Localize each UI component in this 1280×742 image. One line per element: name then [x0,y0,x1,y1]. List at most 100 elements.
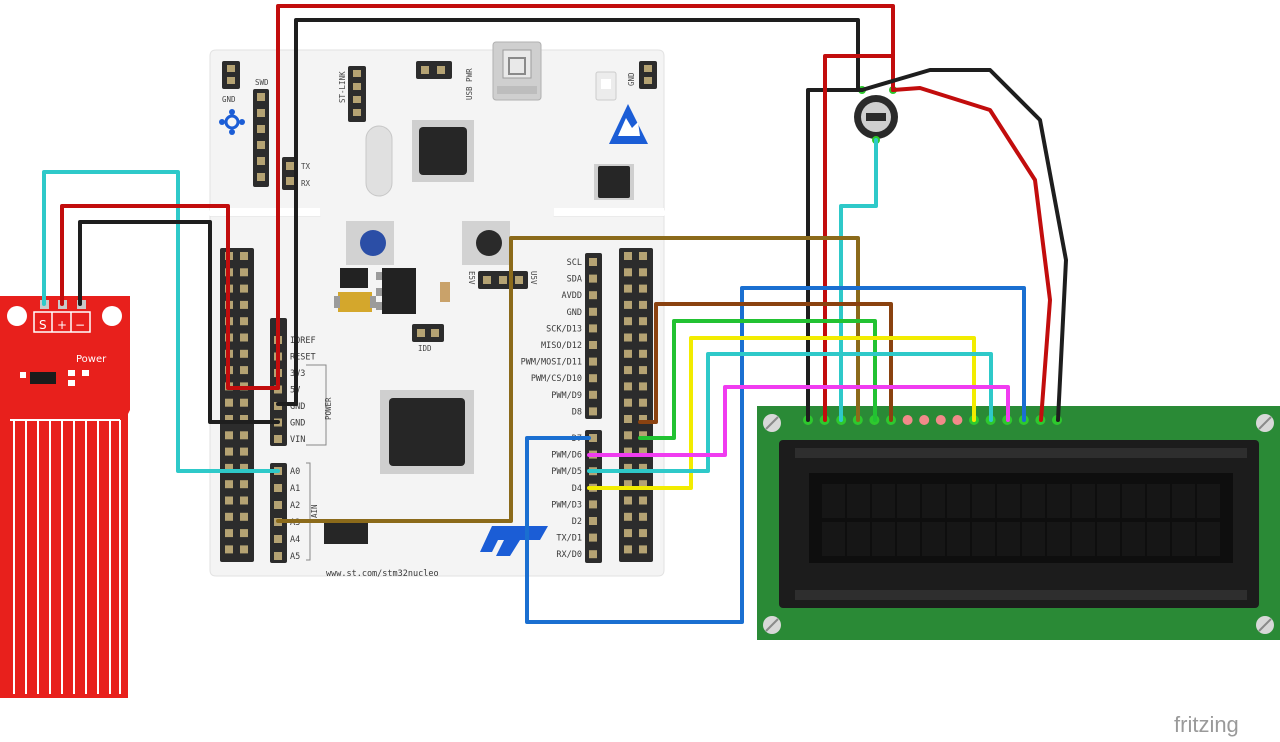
swd-label: SWD [255,78,269,87]
wire [839,138,878,422]
screw-bottom-right [1256,616,1274,634]
morpho-pin [639,431,647,440]
morpho-pin [639,366,647,375]
analog-pin-label: A4 [290,535,300,545]
u5v-label: U5V [529,271,538,285]
morpho-pin [624,300,632,309]
morpho-pin [225,512,233,521]
morpho-pin [240,415,248,423]
lcd-cell [1072,522,1095,556]
morpho-pin [639,333,647,342]
bottom-chip [324,520,368,544]
lcd-cell [1172,484,1195,518]
reset-button[interactable] [462,221,510,265]
digital-high-pin-label: GND [567,308,582,318]
morpho-pin [639,317,647,326]
digital-high-pin [589,341,597,349]
swd-header: SWD [253,78,269,187]
wire [587,336,976,490]
fritzing-watermark: fritzing [1174,712,1239,737]
digital-high-pin [589,307,597,316]
morpho-pin [624,333,632,342]
lcd-cell [822,484,845,518]
stlink-label: ST-LINK [338,71,347,103]
wire [60,204,280,390]
lcd-cell [1022,484,1045,518]
lcd-pin [919,415,930,425]
morpho-pin [624,415,632,423]
wire [525,286,1026,624]
morpho-pin [639,382,647,391]
digital-low-pin-label: D4 [572,484,582,494]
morpho-pin [624,366,632,375]
lcd-cell [1022,522,1045,556]
analog-pin-label: A0 [290,467,300,477]
morpho-pin [624,317,632,326]
morpho-pin [624,545,632,554]
lcd-cell [872,484,895,518]
digital-low-pin-label: RX/D0 [556,550,582,560]
screw-top-right [1256,414,1274,432]
wire [638,302,893,424]
morpho-pin [240,496,248,505]
wire [806,88,864,422]
idd-label: IDD [418,344,432,353]
ldo-chip [382,268,416,314]
morpho-pin [639,512,647,521]
morpho-pin [624,447,632,456]
digital-high-pin [589,407,597,416]
st-logo [480,526,548,556]
user-button[interactable] [346,221,394,265]
morpho-pin [225,415,233,423]
lcd-cell [1172,522,1195,556]
power-select-jumper: E5V U5V [467,271,538,289]
lcd-cell [872,522,895,556]
morpho-pin [240,529,248,538]
morpho-pin [624,496,632,505]
morpho-pin [639,300,647,309]
morpho-pin [639,268,647,277]
morpho-pin [240,333,248,342]
lcd-pin [952,415,963,425]
morpho-pin [639,447,647,456]
morpho-pin [639,480,647,489]
morpho-pin [225,496,233,505]
digital-high-pin-label: SCK/D13 [546,324,582,334]
digital-high-pin-label: PWM/MOSI/D11 [521,358,582,368]
screw-top-left [763,414,781,432]
sensor-pin-minus: − [75,318,85,332]
morpho-pin [639,529,647,538]
digital-high-pin-label: AVDD [562,291,582,301]
small-cap [440,282,450,302]
lcd-cell [1147,484,1170,518]
digital-low-pin-label: PWM/D3 [551,500,582,510]
lcd-16x2 [757,406,1280,640]
digital-low-pin-label: D2 [572,517,582,527]
analog-pin-label: A5 [290,552,300,562]
wire [891,86,1052,422]
analog-pin [274,552,282,560]
morpho-pin [240,317,248,326]
digital-low-pin-label: TX/D1 [556,534,582,544]
sensor-pin-s: S [39,318,47,332]
morpho-pin [240,398,248,407]
power-pin [274,435,282,443]
lcd-cell [847,484,870,518]
digital-high-pin-label: SDA [567,275,582,285]
lcd-cell [1197,522,1220,556]
morpho-pin [624,512,632,521]
digital-high-pin-label: PWM/D9 [551,391,582,401]
morpho-pin [639,463,647,472]
crystal [365,125,393,197]
digital-high-pin-label: PWM/CS/D10 [531,374,582,384]
lcd-cell [1047,484,1070,518]
potentiometer [854,86,898,144]
lcd-cell [972,522,995,556]
power-pin-label: GND [290,419,305,429]
esd-warning-icon [609,104,648,144]
sensor-pin-plus: + [57,318,67,332]
analog-pin-label: A2 [290,501,300,511]
digital-high-pin [589,324,597,333]
wire [860,68,1068,422]
